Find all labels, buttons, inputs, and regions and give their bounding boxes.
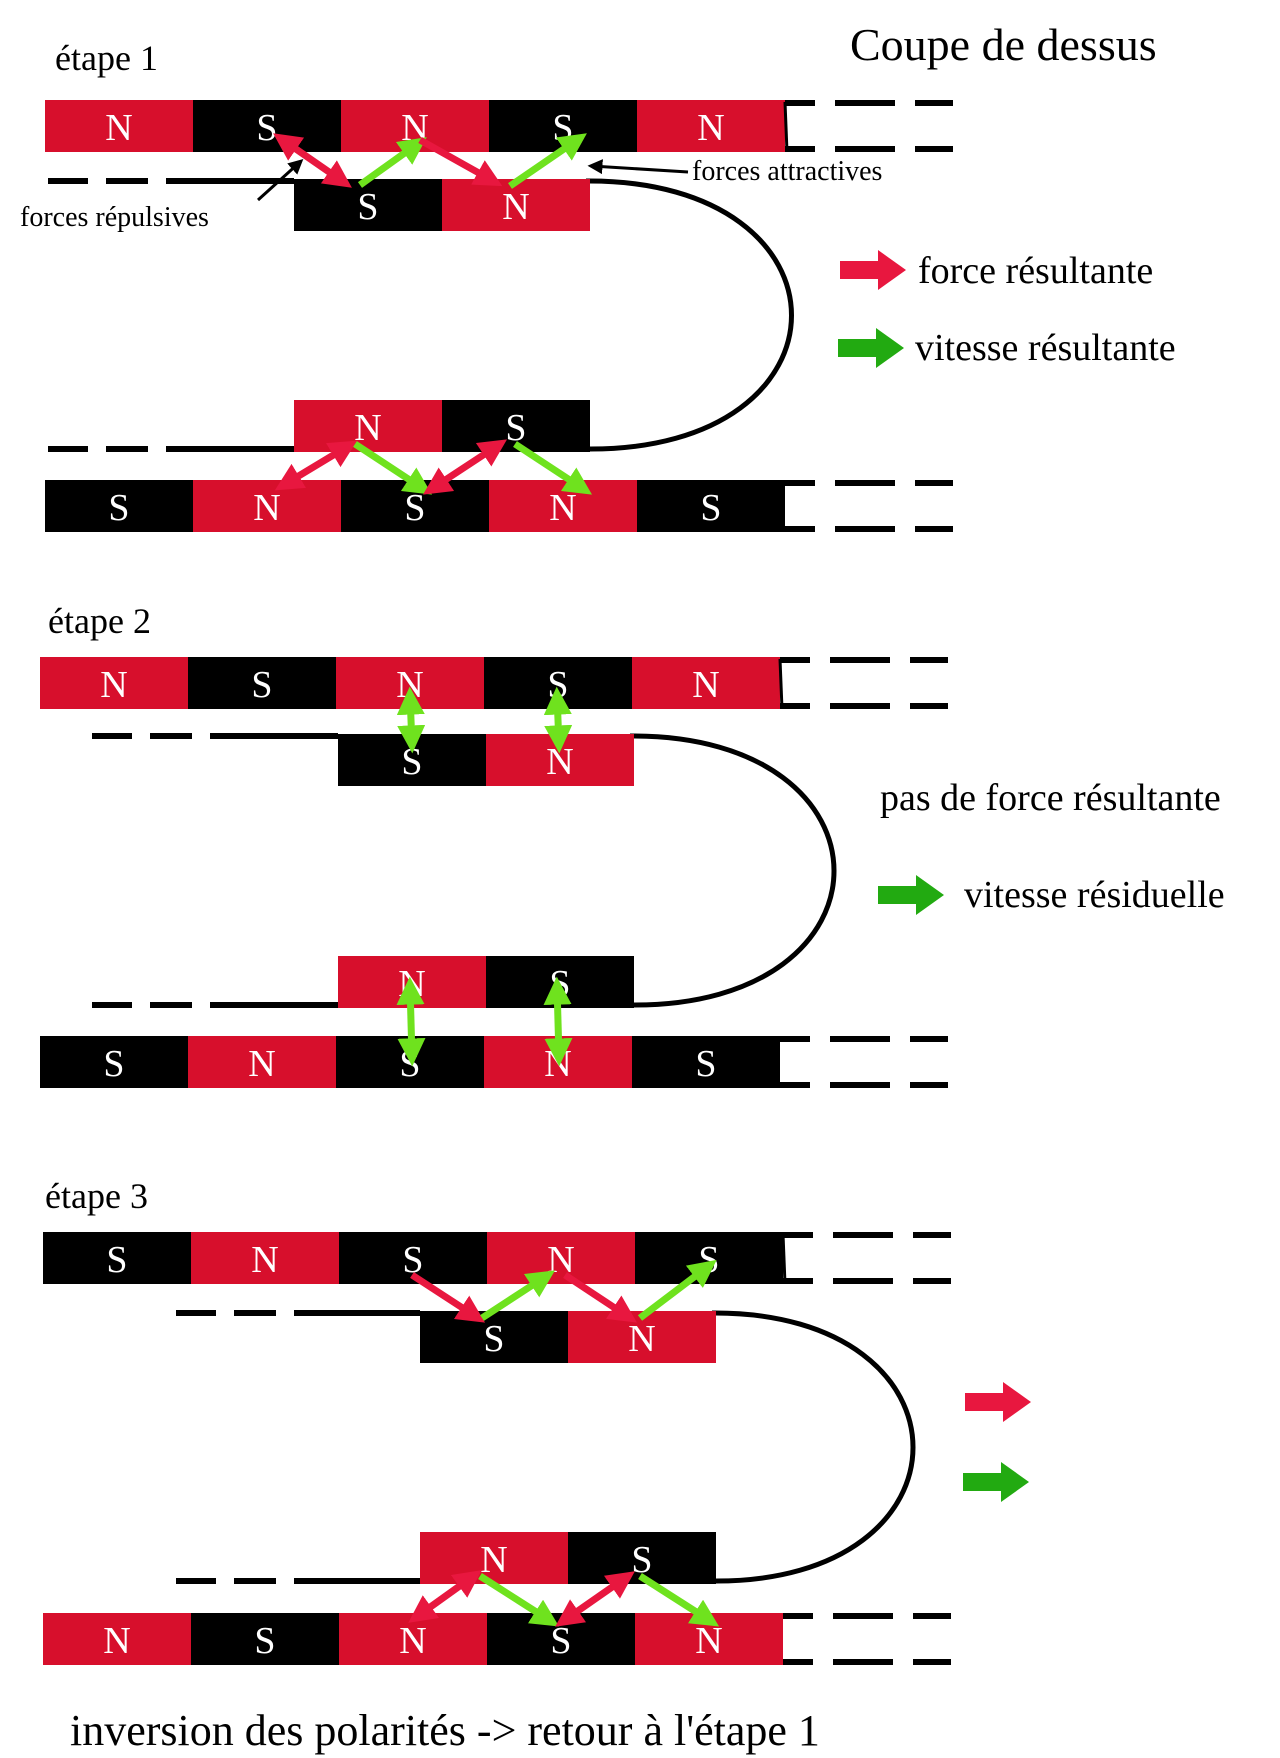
step-2-top-rail-end (778, 658, 784, 710)
step-3-upper-mover-pole-2: N (628, 1318, 655, 1360)
repulsive-forces-label: forces répulsives (20, 202, 209, 233)
legend-residual-velocity-arrow (878, 875, 944, 915)
attractive-forces-label: forces attractives (692, 156, 882, 187)
step-1-bottom-stator-pole-5: S (700, 487, 721, 529)
step-3-top-stator-pole-1: S (106, 1239, 127, 1281)
step-1-bottom-stator-pole-3: S (404, 487, 425, 529)
step-3-top-stator-magnet-4 (487, 1232, 635, 1284)
step-1-lower-mover-pole-1: N (354, 407, 381, 449)
step-1-top-stator-pole-5: N (697, 107, 724, 149)
step-3-force-arrow-1 (410, 1272, 486, 1323)
step-2-top-stator-magnet-2 (188, 657, 336, 709)
step-3-top-rail-end (781, 1233, 787, 1285)
step-1-top-stator-magnet-1 (45, 100, 193, 152)
step-3-bottom-stator-pole-3: N (399, 1620, 426, 1662)
step-1-bottom-stator-magnet-1 (45, 480, 193, 532)
step-1-force-arrow-1 (273, 133, 352, 188)
repulsive-pointer-arrow (256, 158, 304, 202)
step-3-velocity-arrow-1 (480, 1270, 556, 1321)
step-3-velocity-indicator (963, 1462, 1029, 1502)
step-2-bottom-stator-pole-5: S (695, 1043, 716, 1085)
step-2-velocity-arrow-1 (396, 686, 426, 754)
step-3-label: étape 3 (45, 1176, 148, 1216)
step-3-upper-mover-pole-1: S (483, 1318, 504, 1360)
step-2-bottom-stator-magnet-5 (632, 1036, 780, 1088)
step-3-loop-connector (711, 1310, 916, 1584)
step-3-velocity-arrow-4 (638, 1573, 720, 1627)
attractive-pointer-arrow (587, 159, 689, 175)
step-2-top-stator-pole-2: S (251, 664, 272, 706)
legend-force-arrow (840, 250, 906, 290)
step-2-upper-mover-pole-1: S (401, 741, 422, 783)
step-3-bottom-stator-pole-2: S (254, 1620, 275, 1662)
step-2-loop-connector (629, 733, 837, 1008)
step-3-bottom-stator-pole-4: S (550, 1620, 571, 1662)
step-3-force-indicator (965, 1382, 1031, 1422)
step-1-upper-mover-pole-1: S (357, 186, 378, 228)
step-1-upper-mover-magnet-2 (442, 179, 590, 231)
step-2-bottom-stator-magnet-1 (40, 1036, 188, 1088)
step-3-bottom-stator-pole-5: N (695, 1620, 722, 1662)
step-2-top-stator-magnet-5 (632, 657, 780, 709)
step-3-top-stator-pole-2: N (251, 1239, 278, 1281)
step-3-lower-mover-pole-1: N (480, 1539, 507, 1581)
step-1-bottom-stator-pole-4: N (549, 487, 576, 529)
step-3-bottom-stator-pole-1: N (103, 1620, 130, 1662)
step-1-bottom-stator-pole-2: N (253, 487, 280, 529)
step-2-top-stator-pole-5: N (692, 664, 719, 706)
step-1-bottom-stator-pole-1: S (108, 487, 129, 529)
legend-velocity-arrow (838, 328, 904, 368)
step-1-upper-mover-pole-2: N (502, 186, 529, 228)
step-3-force-arrow-3 (408, 1570, 482, 1623)
step-2-velocity-arrow-4 (543, 976, 573, 1067)
step-1-force-arrow-3 (274, 440, 358, 491)
step-2-velocity-arrow-3 (396, 976, 426, 1067)
step-2-top-stator-pole-1: N (100, 664, 127, 706)
residual-velocity-label: vitesse résiduelle (964, 874, 1225, 916)
step-1-velocity-arrow-4 (513, 441, 593, 495)
legend-force-label: force résultante (918, 250, 1153, 292)
step-3-top-stator-magnet-1 (43, 1232, 191, 1284)
step-3-top-stator-pole-3: S (402, 1239, 423, 1281)
step-1-top-stator-pole-2: S (256, 107, 277, 149)
step-3-bottom-stator-magnet-2 (191, 1613, 339, 1665)
step-3-lower-mover-pole-2: S (631, 1539, 652, 1581)
no-force-label: pas de force résultante (880, 777, 1221, 819)
footer-caption: inversion des polarités -> retour à l'ét… (70, 1706, 820, 1755)
diagram-title: Coupe de dessus (850, 19, 1157, 70)
step-1-force-arrow-2 (418, 136, 503, 187)
step-3-top-stator-magnet-2 (191, 1232, 339, 1284)
step-2-top-stator-magnet-1 (40, 657, 188, 709)
step-1-velocity-arrow-3 (353, 441, 433, 495)
step-1-label: étape 1 (55, 38, 158, 78)
step-3-upper-mover-magnet-1 (420, 1311, 568, 1363)
step-1-top-stator-pole-1: N (105, 107, 132, 149)
step-3-force-arrow-4 (555, 1571, 635, 1627)
step-1-bottom-stator-magnet-5 (637, 480, 785, 532)
step-1-velocity-arrow-1 (357, 137, 427, 188)
step-3-velocity-arrow-3 (478, 1573, 560, 1627)
step-3-force-arrow-2 (563, 1272, 638, 1323)
step-2-bottom-stator-pole-1: S (103, 1043, 124, 1085)
step-3-bottom-stator-magnet-1 (43, 1613, 191, 1665)
step-2-bottom-stator-magnet-2 (188, 1036, 336, 1088)
legend-velocity-label: vitesse résultante (915, 327, 1176, 369)
step-2-label: étape 2 (48, 601, 151, 641)
step-1-loop-connector (585, 178, 794, 452)
step-2-velocity-arrow-2 (543, 686, 573, 754)
step-1-top-stator-magnet-5 (637, 100, 785, 152)
step-3-velocity-arrow-2 (637, 1259, 717, 1321)
step-1-lower-mover-pole-2: S (505, 407, 526, 449)
step-1-top-rail-end (783, 101, 789, 153)
step-1-velocity-arrow-2 (508, 133, 587, 189)
step-2-upper-mover-pole-2: N (546, 741, 573, 783)
step-2-bottom-stator-pole-2: N (248, 1043, 275, 1085)
step-1-force-arrow-4 (422, 439, 508, 495)
